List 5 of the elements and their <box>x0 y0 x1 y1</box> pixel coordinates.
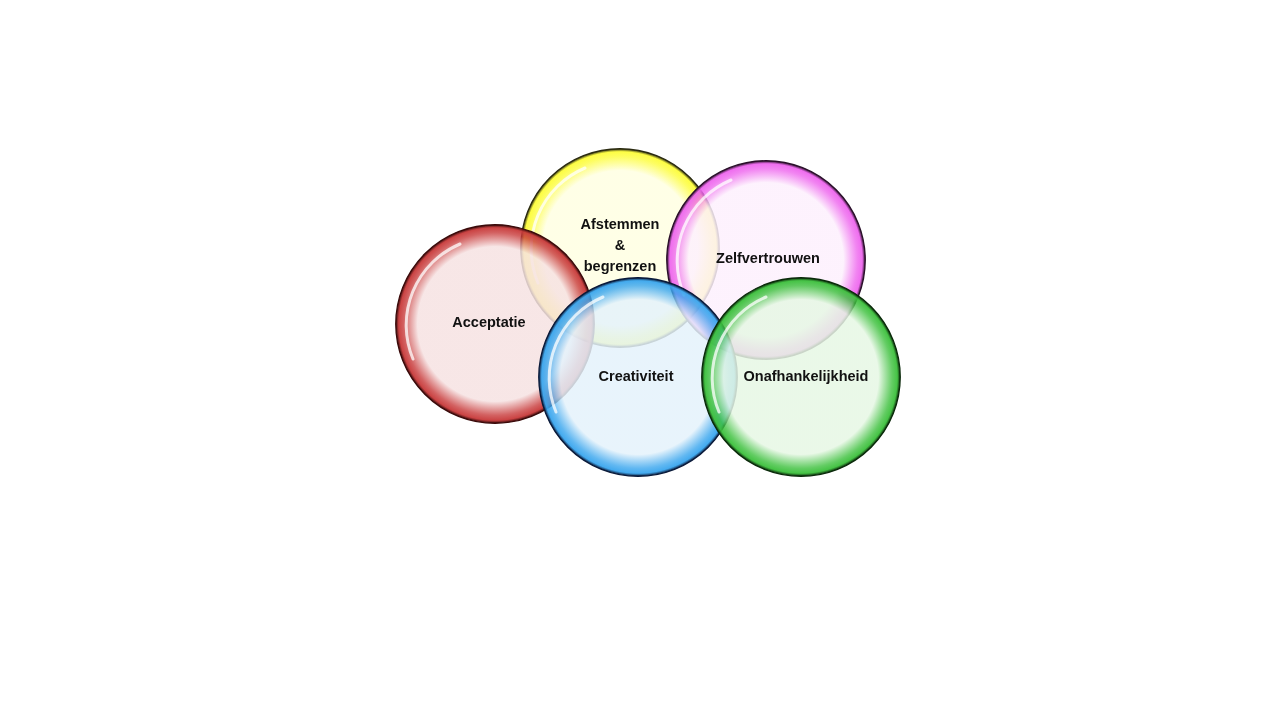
circle-label: Onafhankelijkheid <box>742 366 870 386</box>
circle-label: Creativiteit <box>597 366 675 386</box>
circle-label: Afstemmen & begrenzen <box>579 214 661 276</box>
circle-label: Zelfvertrouwen <box>715 248 821 268</box>
circle-label: Acceptatie <box>451 312 527 332</box>
